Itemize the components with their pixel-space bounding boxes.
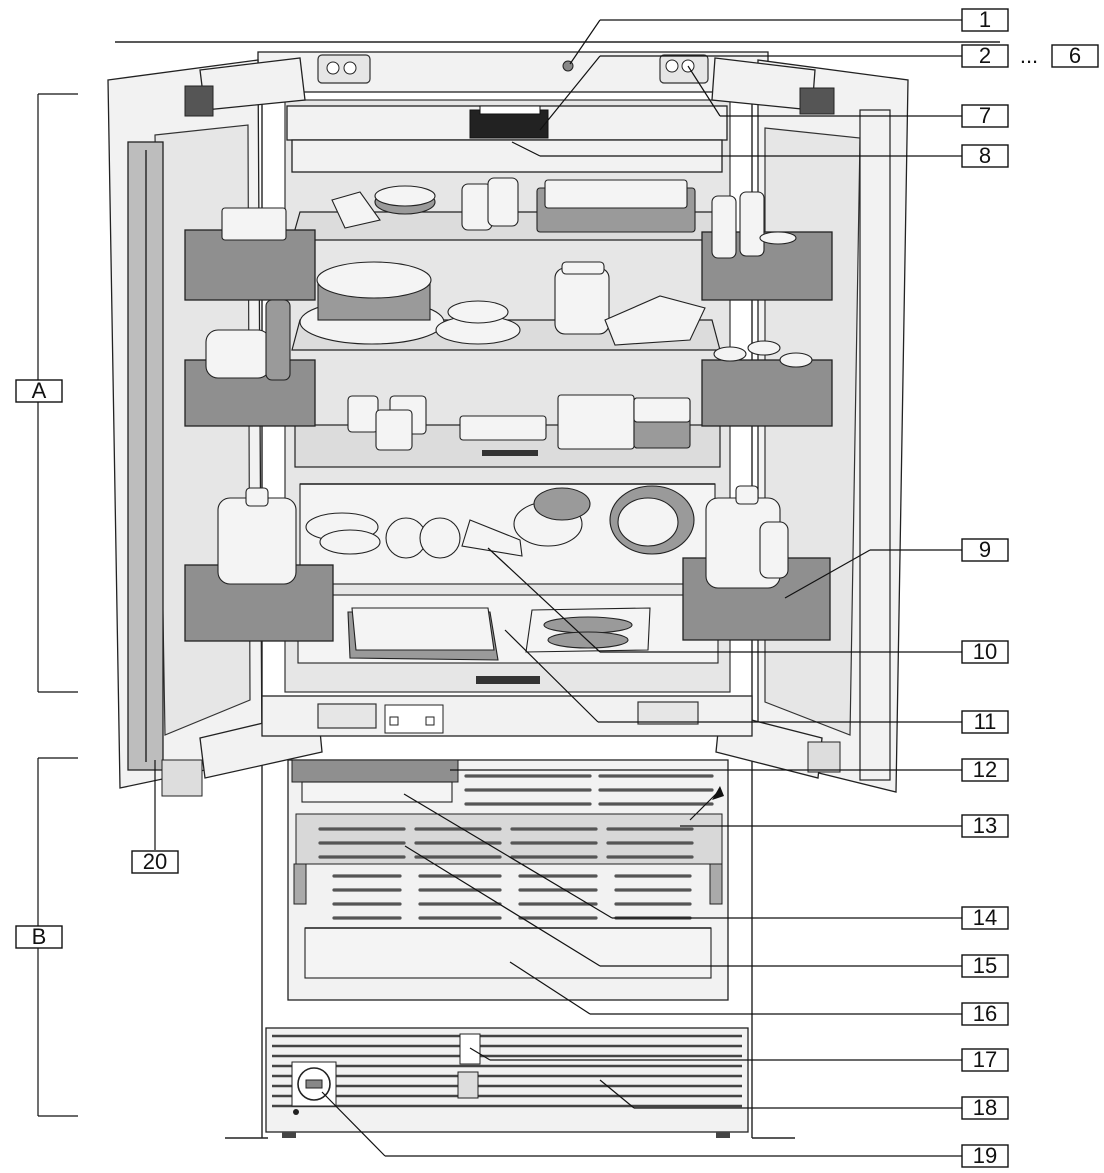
callout-1: 1 — [569, 7, 1009, 65]
zone-label-a: A — [32, 378, 47, 403]
svg-text:15: 15 — [973, 953, 997, 978]
callout-11: 11 — [504, 629, 1009, 734]
svg-text:8: 8 — [979, 143, 991, 168]
right-door[interactable] — [682, 57, 909, 793]
control-display — [469, 109, 549, 139]
svg-text:18: 18 — [973, 1095, 997, 1120]
cabinet — [115, 41, 1000, 1139]
svg-text:...: ... — [1020, 43, 1038, 68]
svg-text:10: 10 — [973, 639, 997, 664]
callout-8: 8 — [511, 141, 1009, 168]
zone-bracket-a: A — [15, 93, 78, 693]
svg-text:2: 2 — [979, 43, 991, 68]
callout-9: 9 — [784, 537, 1009, 599]
zone-label-b: B — [32, 924, 47, 949]
callout-18: 18 — [599, 1079, 1009, 1120]
svg-text:9: 9 — [979, 537, 991, 562]
callout-2-6: 2 ... 6 — [539, 43, 1099, 131]
freezer-back-wall — [332, 874, 692, 920]
ice-cube-tray[interactable] — [301, 781, 453, 803]
svg-text:11: 11 — [974, 709, 997, 734]
callout-15: 15 — [404, 845, 1009, 978]
ice-cube-tray-cover[interactable] — [291, 759, 459, 783]
freezer-drawer[interactable] — [304, 927, 712, 979]
svg-text:16: 16 — [973, 1001, 997, 1026]
svg-text:13: 13 — [973, 813, 997, 838]
callout-7: 7 — [687, 65, 1009, 128]
left-door[interactable] — [107, 57, 334, 797]
svg-text:17: 17 — [973, 1047, 997, 1072]
freezer-compartment — [287, 759, 729, 1001]
callout-10: 10 — [487, 547, 1009, 664]
svg-text:1: 1 — [979, 7, 991, 32]
svg-text:19: 19 — [973, 1143, 997, 1168]
svg-text:12: 12 — [973, 757, 997, 782]
divider — [261, 695, 753, 737]
callout-12: 12 — [450, 757, 1009, 782]
svg-text:20: 20 — [143, 849, 167, 874]
svg-text:6: 6 — [1069, 43, 1081, 68]
callout-20: 20 — [131, 760, 179, 874]
callout-16: 16 — [509, 961, 1009, 1026]
svg-text:14: 14 — [973, 905, 997, 930]
callout-14: 14 — [403, 793, 1009, 930]
door-bin[interactable] — [701, 359, 833, 427]
fridge-compartment — [284, 99, 731, 693]
zone-bracket-b: B — [15, 757, 78, 1117]
freezer-shelf-slots — [318, 827, 694, 859]
main-switch[interactable] — [459, 1033, 481, 1065]
callout-17: 17 — [469, 1047, 1009, 1072]
svg-text:7: 7 — [979, 103, 991, 128]
callout-19: 19 — [321, 1091, 1009, 1168]
callout-13: 13 — [680, 786, 1009, 838]
door-bin[interactable] — [184, 229, 316, 301]
base-grille — [265, 1027, 749, 1138]
